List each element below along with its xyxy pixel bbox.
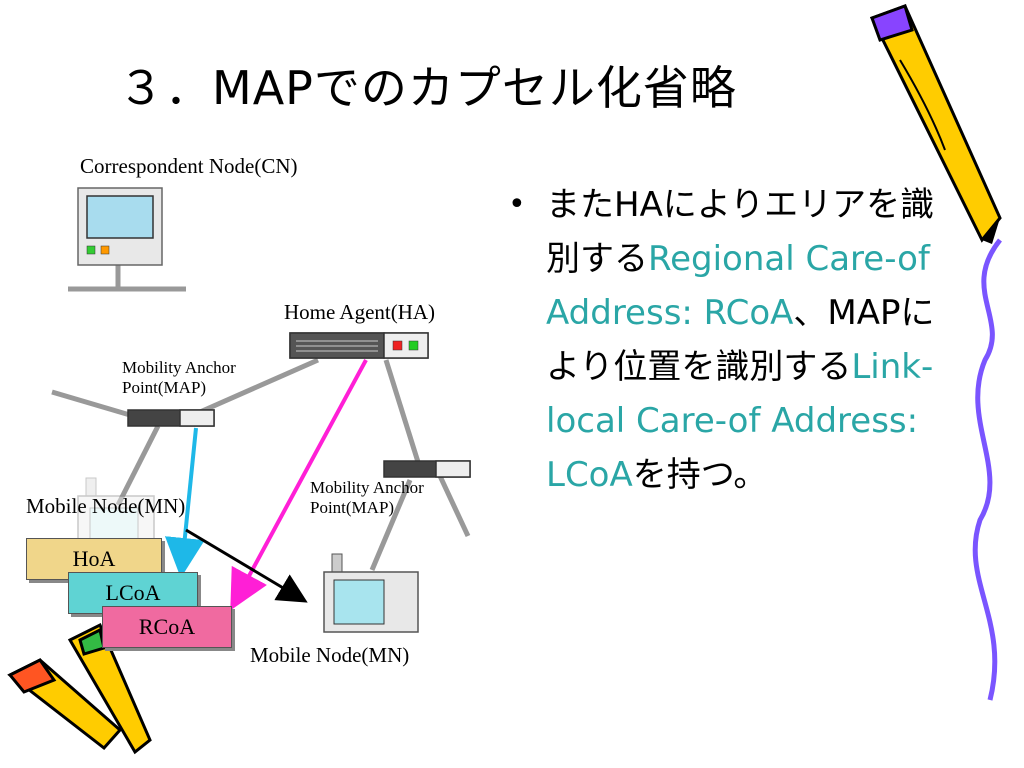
- ha-label: Home Agent(HA): [284, 300, 436, 324]
- link-map2-mn: [369, 479, 413, 571]
- rcoa-definition: Regional Care-of Address: RCoA: [546, 239, 930, 333]
- link-map1-mn: [115, 424, 161, 507]
- link-map2-right: [437, 474, 471, 538]
- link-map1-left: [51, 389, 141, 421]
- lcoa-definition: Link-local Care-of Address: LCoA: [546, 347, 934, 495]
- bullet-text-part5: を持つ。: [632, 455, 768, 495]
- mn-left-label: Mobile Node(MN): [26, 494, 186, 518]
- cn-label: Correspondent Node(CN): [80, 154, 298, 178]
- link-ha-map2: [383, 359, 421, 463]
- pencil-icon-bottom-left: [7, 622, 152, 755]
- bullet-text-part1: またHAによりエリアを識別する: [546, 185, 935, 279]
- arrow-ha-to-rcoa: [230, 359, 368, 611]
- bullet-dot-icon: •: [508, 187, 526, 222]
- map2-label-line2: Point(MAP): [310, 498, 395, 517]
- arrow-mn-movement: [185, 528, 308, 603]
- arrow-map-to-lcoa: [164, 427, 205, 578]
- bullet-text: またHAによりエリアを識別するRegional Care-of Address:…: [546, 178, 938, 502]
- map1-label-line2: Point(MAP): [122, 378, 207, 397]
- map1-router-icon: [127, 409, 215, 427]
- pencil-icon-top-right: [869, 4, 1002, 244]
- map2-label: Mobility Anchor Point(MAP): [310, 478, 424, 518]
- squiggle-line-icon: [972, 238, 1002, 701]
- cn-computer-icon: [77, 187, 163, 266]
- map2-router-icon: [383, 460, 471, 478]
- map2-label-line1: Mobility Anchor: [310, 478, 424, 497]
- bullet-point: • またHAによりエリアを識別するRegional Care-of Addres…: [508, 178, 938, 502]
- slide-title: ３．MAPでのカプセル化省略: [118, 61, 737, 115]
- mobile-node-right-icon: [323, 553, 419, 633]
- mn-right-label: Mobile Node(MN): [250, 643, 410, 667]
- map1-label: Mobility Anchor Point(MAP): [122, 358, 236, 398]
- bullet-text-part3: 、MAPにより位置を識別する: [546, 293, 935, 387]
- rcoa-tag: RCoA: [102, 606, 232, 648]
- home-agent-router-icon: [289, 332, 429, 359]
- link-map1-ha: [198, 357, 320, 415]
- map1-label-line1: Mobility Anchor: [122, 358, 236, 377]
